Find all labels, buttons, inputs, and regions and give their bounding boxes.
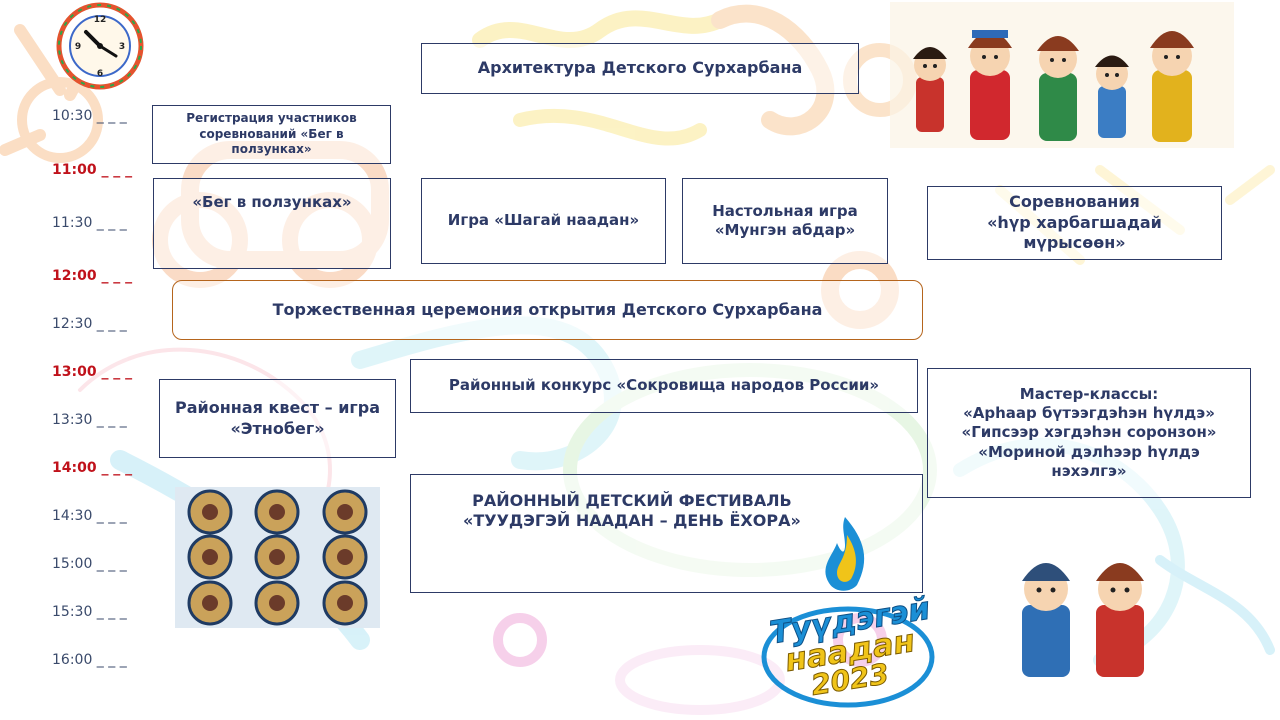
event-masterclasses-text: Мастер-классы: «Арhаар бүтээгдэhэн hүлдэ… [961, 385, 1217, 480]
time-label: 16:00 _ _ _ [52, 652, 127, 668]
two-children-illustration [1022, 563, 1144, 677]
event-board-game-text: Настольная игра «Мунгэн абдар» [712, 201, 858, 239]
event-competition-text: Соревнования «һүр харбагшадай мүрысөөн» [987, 192, 1162, 253]
festival-logo: Туүдэгэй наадан 2023 [760, 515, 940, 710]
svg-text:12: 12 [94, 15, 107, 25]
page-title-text: Архитектура Детского Сурхарбана [477, 58, 803, 78]
event-masterclasses: Мастер-классы: «Арhаар бүтээгдэhэн hүлдэ… [927, 368, 1251, 498]
event-shagai-game-text: Игра «Шагай наадан» [447, 211, 640, 230]
event-contest-text: Районный конкурс «Сокровища народов Росс… [448, 376, 880, 395]
time-label: 11:30 _ _ _ [52, 215, 127, 231]
event-opening-ceremony: Торжественная церемония открытия Детског… [172, 280, 923, 340]
time-label: 14:30 _ _ _ [52, 508, 127, 524]
flame-icon [825, 517, 865, 591]
event-opening-ceremony-text: Торжественная церемония открытия Детског… [272, 299, 823, 319]
event-quest-text: Районная квест – игра «Этнобег» [174, 398, 381, 438]
children-illustration [890, 2, 1234, 148]
page-title: Архитектура Детского Сурхарбана [421, 43, 859, 94]
svg-text:9: 9 [75, 42, 81, 52]
event-competition: Соревнования «һүр харбагшадай мүрысөөн» [927, 186, 1222, 260]
event-shagai-game: Игра «Шагай наадан» [421, 178, 666, 264]
event-board-game: Настольная игра «Мунгэн абдар» [682, 178, 888, 264]
time-label: 13:00 _ _ _ [52, 364, 133, 380]
event-festival-text: РАЙОННЫЙ ДЕТСКИЙ ФЕСТИВАЛЬ «ТУУДЭГЭЙ НАА… [463, 491, 801, 531]
svg-text:3: 3 [119, 42, 125, 52]
clock-icon: 12 3 6 9 [56, 2, 144, 90]
time-label: 15:30 _ _ _ [52, 604, 127, 620]
time-label: 12:00 _ _ _ [52, 268, 133, 284]
time-label: 12:30 _ _ _ [52, 316, 127, 332]
svg-text:6: 6 [97, 69, 103, 79]
time-label: 14:00 _ _ _ [52, 460, 133, 476]
time-label: 10:30 _ _ _ [52, 108, 127, 124]
time-label: 15:00 _ _ _ [52, 556, 127, 572]
time-label: 11:00 _ _ _ [52, 162, 133, 178]
event-crawl-race-text: «Бег в ползунках» [192, 193, 352, 211]
time-label: 13:30 _ _ _ [52, 412, 127, 428]
logo-swoosh [761, 606, 935, 708]
national-games-image [175, 487, 380, 628]
event-crawl-race: «Бег в ползунках» [153, 178, 391, 269]
event-registration-text: Регистрация участников соревнований «Бег… [186, 111, 357, 157]
event-contest: Районный конкурс «Сокровища народов Росс… [410, 359, 918, 413]
event-quest: Районная квест – игра «Этнобег» [159, 379, 396, 458]
event-registration: Регистрация участников соревнований «Бег… [152, 105, 391, 164]
